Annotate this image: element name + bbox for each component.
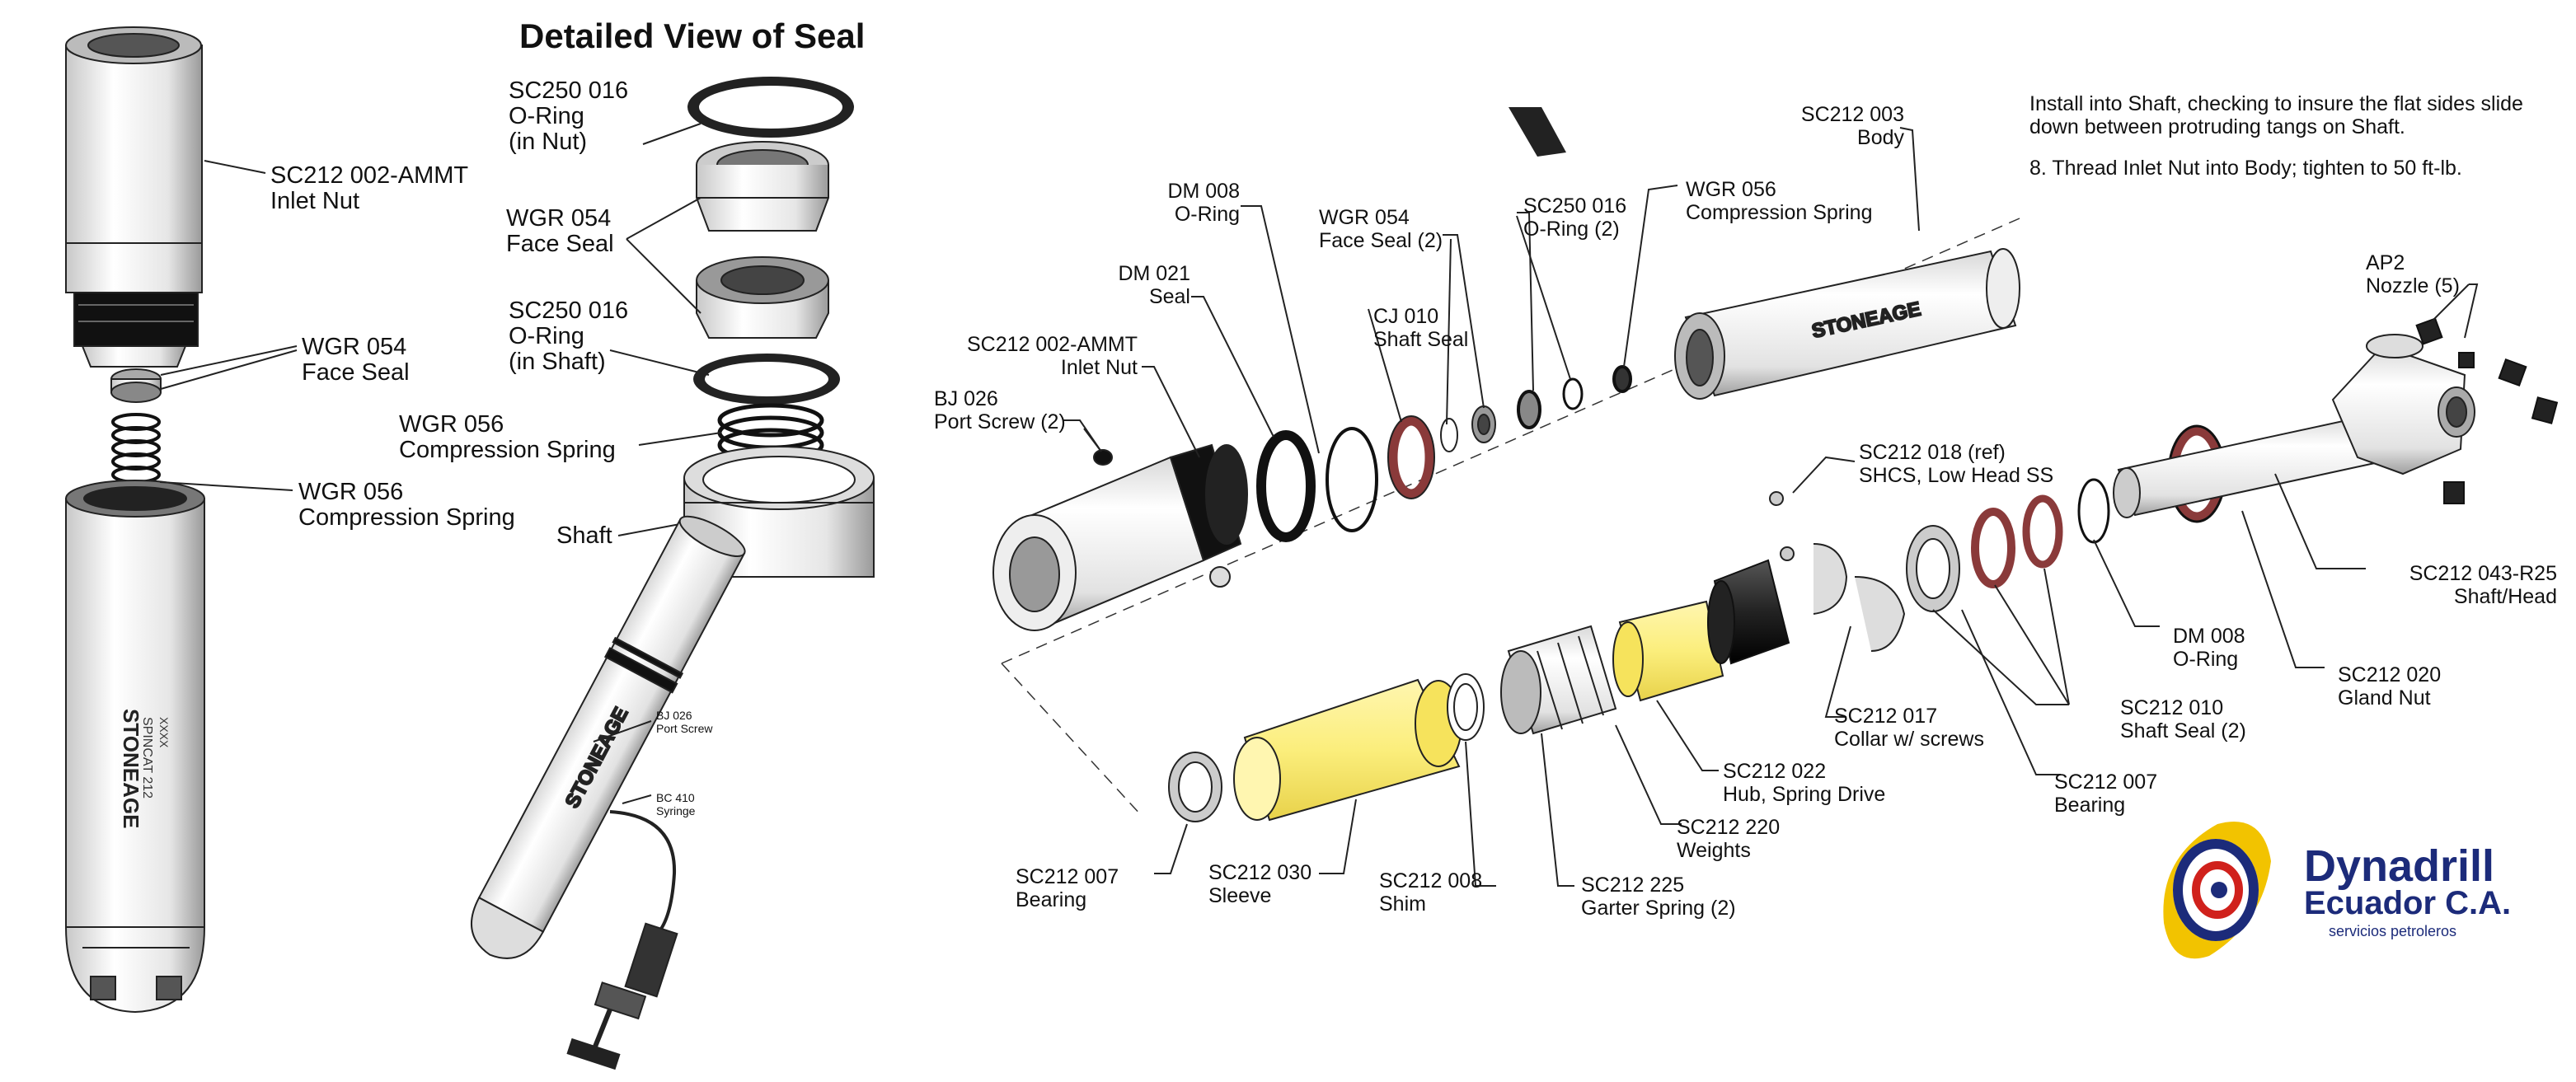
exploded-leader-lines xyxy=(1063,127,2479,887)
exploded-shim xyxy=(1447,673,1485,741)
exploded-bearing-right xyxy=(1906,525,1960,612)
company-logo xyxy=(2163,822,2271,959)
exploded-oring-sc250-1 xyxy=(1517,390,1541,429)
detail-face-seal-lower xyxy=(696,256,829,339)
exploded-hub xyxy=(1612,600,1724,702)
syringe xyxy=(566,720,678,1070)
left-code-text: XXXX xyxy=(157,717,171,748)
left-inlet-nut xyxy=(65,26,203,368)
detail-view-title: Detailed View of Seal xyxy=(519,16,866,55)
exploded-shaft-seal-cj010 xyxy=(1387,415,1435,499)
exploded-compression-spring xyxy=(1612,365,1632,393)
exploded-seal-dm021 xyxy=(1256,430,1316,542)
exploded-sleeve xyxy=(1233,678,1462,822)
logo-line-1: Dynadrill xyxy=(2304,841,2495,891)
detail-oring-nut xyxy=(687,77,854,138)
left-brand-text: STONEAGE xyxy=(119,709,143,828)
exploded-top-tool-fragment xyxy=(1509,107,1566,157)
exploded-body: STONEAGE xyxy=(1674,248,2020,400)
instruction-line-1: Install into Shaft, checking to insure t… xyxy=(2029,92,2523,115)
exploded-inlet-nut xyxy=(992,443,1248,631)
syringe-tool-body: STONEAGE xyxy=(470,515,746,959)
left-compression-spring xyxy=(111,413,161,484)
instruction-line-2: down between protruding tangs on Shaft. xyxy=(2029,115,2405,138)
left-body xyxy=(64,480,206,1014)
exploded-label-shcs: SC212 018 (ref)SHCS, Low Head SS xyxy=(1859,441,2054,487)
left-face-seal xyxy=(110,368,162,403)
instruction-line-3: 8. Thread Inlet Nut into Body; tighten t… xyxy=(2029,157,2462,180)
detail-oring-shaft xyxy=(693,354,840,405)
exploded-face-seal-1 xyxy=(1440,418,1458,452)
exploded-garter-springs xyxy=(1707,559,1790,665)
detail-shaft-label: Shaft xyxy=(556,522,612,549)
detail-shaft xyxy=(683,446,875,578)
left-model-text: SPINCAT 212 xyxy=(140,717,154,799)
left-body-marking: STONEAGE SPINCAT 212 XXXX xyxy=(119,709,171,828)
exploded-face-seal-2 xyxy=(1471,405,1496,443)
exploded-weights xyxy=(1500,625,1617,735)
exploded-shaft-seal-1 xyxy=(1971,508,2015,588)
exploded-port-screw xyxy=(1083,428,1113,466)
exploded-oring-dm008 xyxy=(1326,427,1378,532)
exploded-guide-lines xyxy=(1001,218,2020,817)
logo-line-2: Ecuador C.A. xyxy=(2304,885,2512,921)
exploded-shaft-head xyxy=(2113,334,2475,518)
exploded-bearing-left xyxy=(1168,752,1222,822)
exploded-oring-dm008-lower xyxy=(2077,478,2110,544)
detail-leader-lines xyxy=(609,123,722,536)
exploded-nozzles xyxy=(2415,317,2559,504)
detail-face-seal-upper xyxy=(696,141,829,232)
logo-tagline: servicios petroleros xyxy=(2329,923,2457,939)
exploded-collar xyxy=(1769,491,1906,652)
exploded-oring-sc250-2 xyxy=(1562,377,1584,410)
exploded-shaft-seal-2 xyxy=(2022,494,2063,569)
left-leader-lines xyxy=(159,160,298,491)
